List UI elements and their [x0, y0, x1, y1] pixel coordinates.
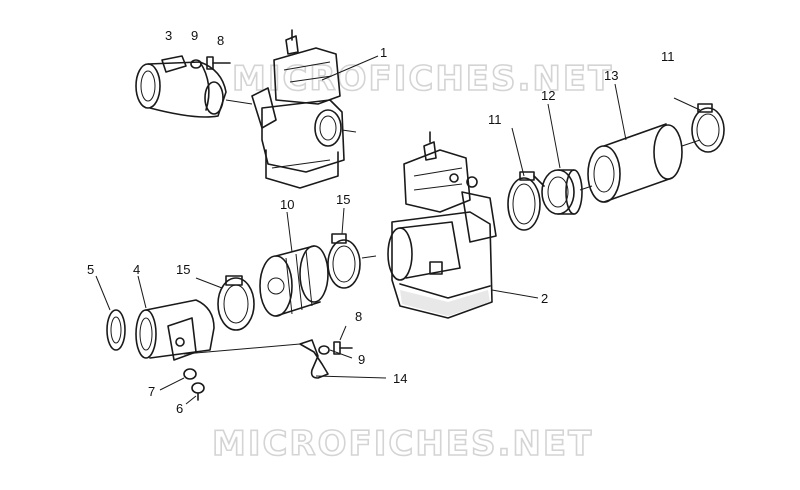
callout-11-left: 11 — [488, 112, 502, 127]
callout-3: 3 — [165, 28, 172, 43]
callout-5: 5 — [87, 262, 94, 277]
watermark-top: MICROFICHES.NET — [232, 59, 613, 99]
callout-2: 2 — [541, 291, 548, 306]
callout-11-right: 11 — [661, 49, 675, 64]
callout-10: 10 — [280, 197, 294, 212]
hose-clamp-left — [507, 171, 545, 231]
callout-15-lower: 15 — [176, 262, 190, 277]
callout-8-lower: 8 — [355, 309, 362, 324]
intake-manifold-lower — [135, 299, 215, 361]
hose-clamp-middle — [327, 233, 361, 289]
callout-1: 1 — [380, 45, 387, 60]
screw-lower — [191, 382, 205, 401]
callout-15-middle: 15 — [336, 192, 350, 207]
screw-bracket — [333, 341, 353, 355]
washer-top — [190, 59, 202, 69]
callout-8-top: 8 — [217, 33, 224, 48]
air-filter-element — [587, 123, 683, 203]
callout-6: 6 — [176, 401, 183, 416]
callout-14: 14 — [393, 371, 407, 386]
gasket-ring — [106, 309, 126, 351]
intake-hose — [259, 245, 329, 317]
nut-lower — [183, 368, 197, 380]
carburetor-main — [387, 131, 497, 319]
carburetor-top — [251, 29, 345, 189]
callout-13: 13 — [604, 68, 618, 83]
hose-clamp-lower — [217, 275, 255, 331]
callout-12: 12 — [541, 88, 555, 103]
screw-top — [206, 56, 231, 70]
washer-lower — [318, 345, 330, 355]
rubber-sleeve — [541, 169, 583, 215]
callout-9-lower: 9 — [358, 352, 365, 367]
watermark-bottom: MICROFICHES.NET — [212, 424, 593, 464]
hose-clamp-right — [691, 103, 725, 153]
callout-7: 7 — [148, 384, 155, 399]
intake-manifold-top — [135, 55, 227, 118]
callout-4: 4 — [133, 262, 140, 277]
bracket — [299, 339, 329, 379]
callout-9-top: 9 — [191, 28, 198, 43]
